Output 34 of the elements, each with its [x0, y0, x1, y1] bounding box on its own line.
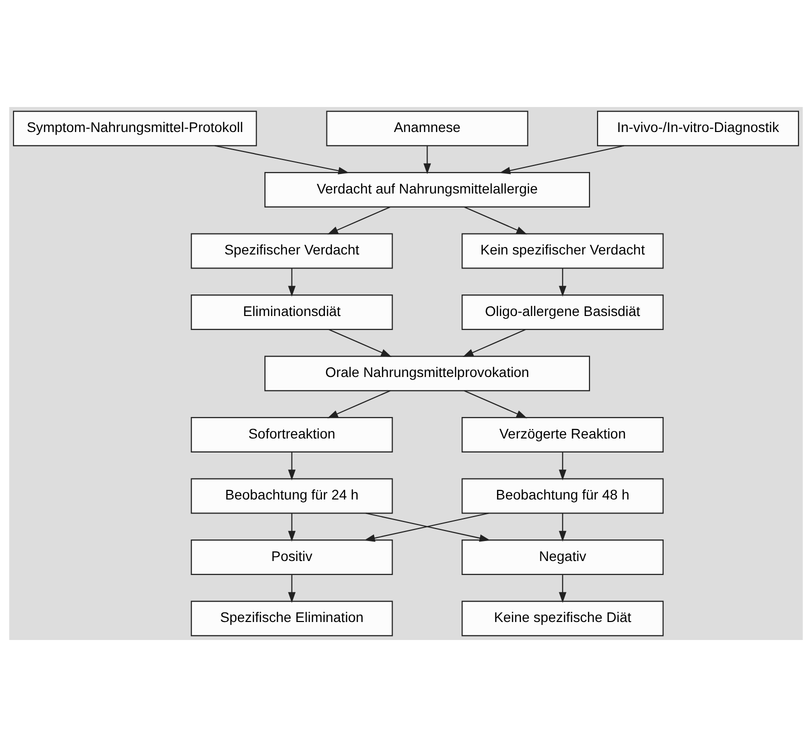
arrow [462, 328, 526, 356]
arrow [499, 144, 624, 174]
node-box: Beobachtung für 48 h [461, 478, 664, 514]
node-box: Anamnese [326, 110, 528, 146]
arrow [214, 144, 349, 174]
node-box: Orale Nahrungsmittelprovokation [264, 355, 590, 391]
node-box: Symptom-Nahrungsmittel-Protokoll [12, 110, 256, 146]
arrow [558, 451, 566, 480]
node-box: Beobachtung für 24 h [190, 478, 392, 514]
arrow [326, 390, 390, 418]
arrow [288, 451, 296, 480]
node-box: Keine spezifische Diät [461, 600, 664, 636]
arrow [422, 145, 430, 174]
arrow [558, 574, 566, 602]
node-box: Negativ [461, 539, 664, 574]
arrow [288, 512, 296, 542]
node-box: Sofortreaktion [190, 416, 392, 452]
arrow [288, 574, 296, 602]
node-box: Verzögerte Reaktion [461, 416, 664, 452]
arrow [464, 206, 527, 234]
node-box: Spezifischer Verdacht [190, 232, 392, 268]
node-box: Eliminationsdiät [190, 294, 392, 330]
node-box: In-vivo-/In-vitro-Diagnostik [596, 110, 799, 146]
arrow [288, 268, 296, 296]
node-box: Oligo-allergene Basisdiät [461, 294, 664, 330]
arrow [326, 206, 390, 234]
node-box: Spezifische Elimination [190, 600, 392, 636]
node-box: Kein spezifischer Verdacht [461, 232, 664, 268]
arrow [464, 390, 527, 418]
arrow [328, 328, 392, 356]
node-box: Positiv [190, 539, 392, 574]
arrow [558, 512, 566, 542]
arrow [558, 268, 566, 296]
node-box: Verdacht auf Nahrungsmittelallergie [264, 172, 590, 207]
